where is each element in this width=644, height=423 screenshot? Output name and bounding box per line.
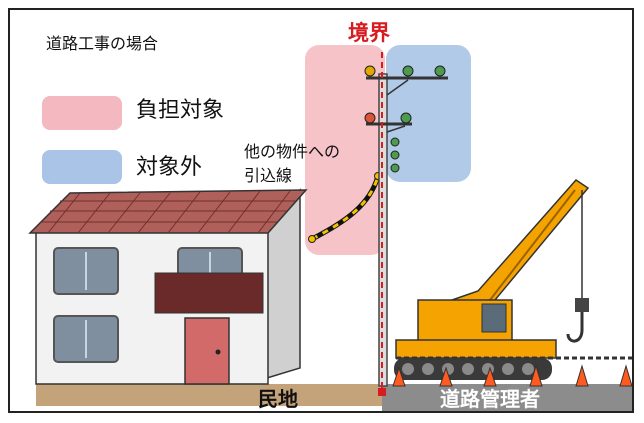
- traffic-cone-icon: [392, 364, 633, 387]
- house-icon: [28, 188, 308, 385]
- boundary-label: 境界: [348, 21, 390, 45]
- service-line-label-line2: 引込線: [244, 166, 293, 185]
- legend-excluded-label: 対象外: [136, 155, 203, 180]
- road-manager-label: 道路管理者: [440, 387, 540, 411]
- crane-truck-icon: [394, 179, 632, 380]
- diagram-title: 道路工事の場合: [46, 34, 159, 53]
- road-ground: [382, 384, 632, 411]
- excluded-zone: [386, 45, 471, 182]
- legend-burden-label: 負担対象: [136, 98, 225, 123]
- service-line-label-line1: 他の物件への: [244, 142, 341, 161]
- legend-excluded-swatch: [42, 150, 122, 184]
- legend-burden-swatch: [42, 96, 122, 130]
- private-ground: [36, 384, 382, 406]
- private-land-label: 民地: [258, 387, 298, 411]
